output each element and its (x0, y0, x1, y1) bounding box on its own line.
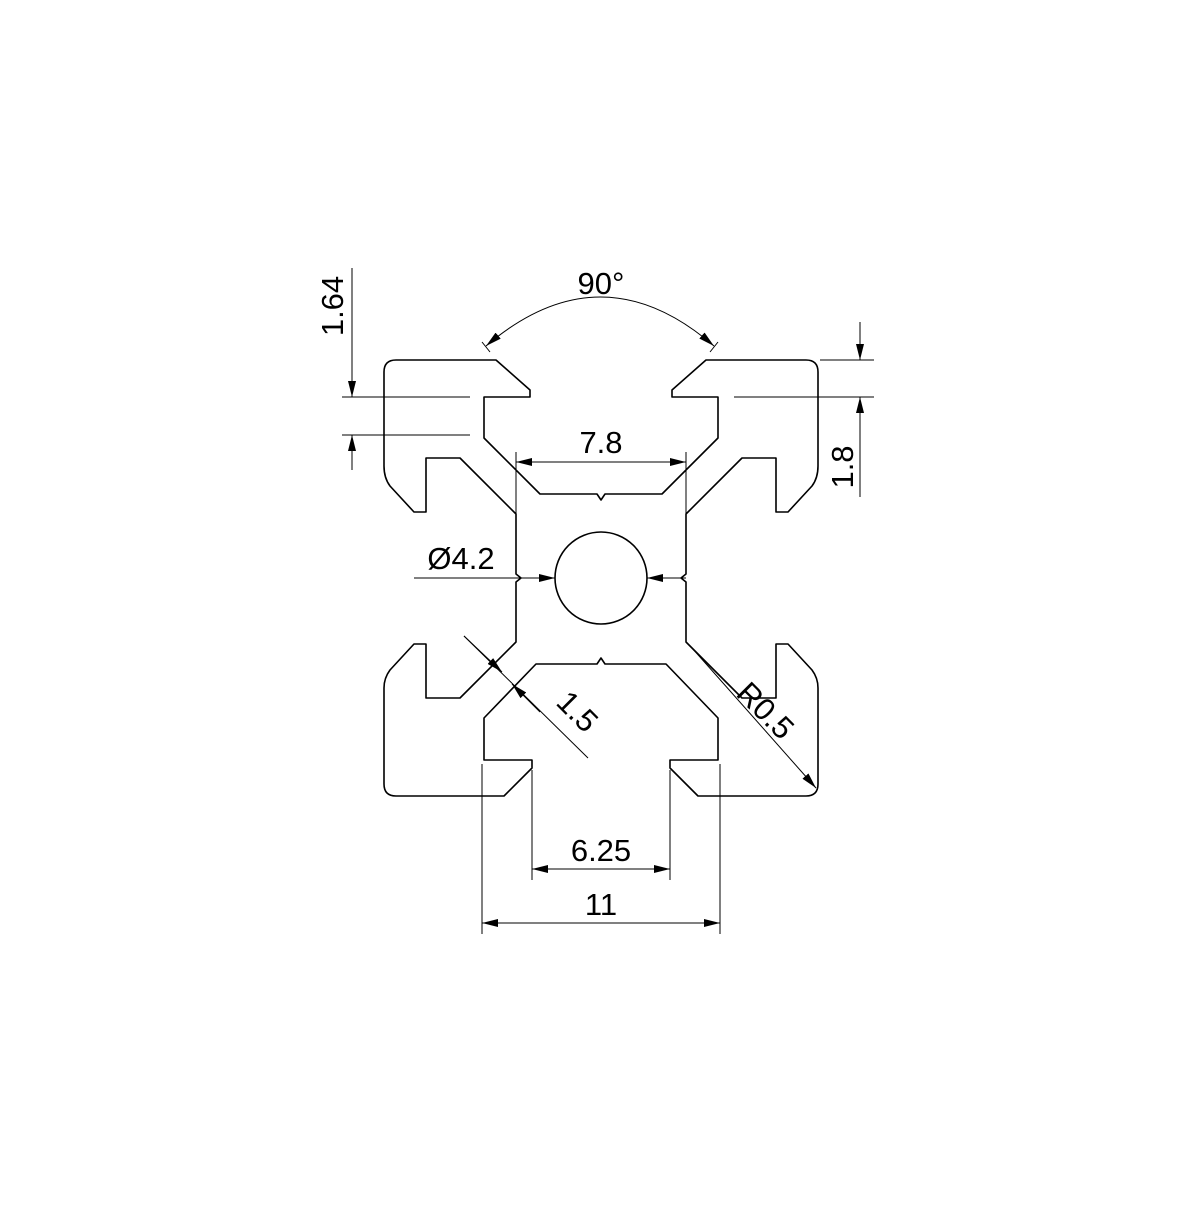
label-fillet-radius: R0.5 (730, 675, 801, 746)
dimension-lines (342, 268, 874, 934)
label-inner-width: 7.8 (579, 425, 622, 460)
dim-r0.5-leader (691, 647, 817, 789)
angle-arc (485, 296, 715, 347)
label-angle: 90° (578, 266, 625, 301)
label-slot-opening: 6.25 (571, 833, 631, 868)
label-wall-thickness: 1.5 (550, 684, 605, 739)
dimension-labels: 90° 1.64 1.8 7.8 Ø4.2 1.5 R0.5 6.25 11 (315, 266, 860, 922)
center-bore (554, 531, 648, 625)
dim-1.5-arrow-a (463, 635, 503, 673)
label-side-height: 1.8 (825, 445, 860, 488)
label-bore-diameter: Ø4.2 (427, 541, 494, 576)
label-slot-width: 11 (585, 887, 617, 922)
label-top-slot-depth: 1.64 (315, 276, 350, 336)
dim-1.5-arrow-b (511, 683, 541, 713)
profile-contour (383, 359, 819, 797)
